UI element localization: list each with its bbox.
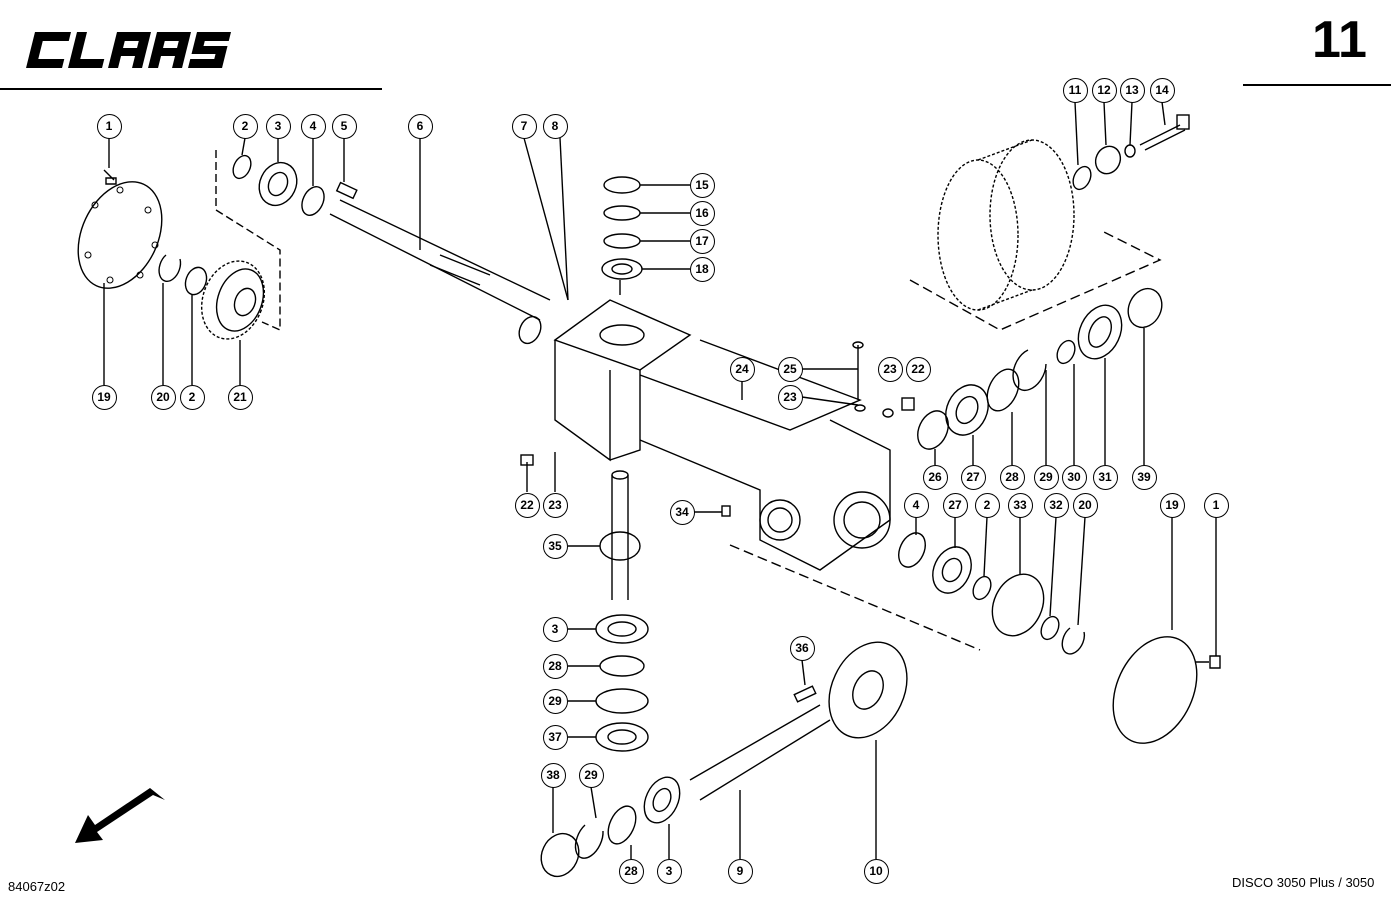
- part-callout-2: 2: [974, 492, 1000, 518]
- part-callout-36: 36: [789, 635, 815, 661]
- part-callout-5: 5: [331, 113, 357, 139]
- part-callout-19: 19: [1159, 492, 1185, 518]
- roller-fasteners: [1072, 101, 1190, 191]
- cover-plate-right: [1112, 517, 1221, 744]
- part-callout-15: 15: [689, 172, 715, 198]
- part-callout-6: 6: [407, 113, 433, 139]
- part-callout-11: 11: [1062, 77, 1088, 103]
- part-callout-13: 13: [1119, 77, 1145, 103]
- part-callout-23: 23: [777, 384, 803, 410]
- part-callout-18: 18: [689, 256, 715, 282]
- part-callout-23: 23: [542, 492, 568, 518]
- leader-dashed-roller: [909, 229, 1162, 331]
- part-callout-23: 23: [877, 356, 903, 382]
- drive-shaft-9: [540, 641, 908, 878]
- part-callout-27: 27: [960, 464, 986, 490]
- part-callout-9: 9: [727, 858, 753, 884]
- part-callout-24: 24: [729, 356, 755, 382]
- lower-right-gear-group: [729, 516, 1086, 655]
- part-callout-3: 3: [542, 616, 568, 642]
- part-callout-14: 14: [1149, 77, 1175, 103]
- part-callout-38: 38: [540, 762, 566, 788]
- part-callout-1: 1: [1203, 492, 1229, 518]
- part-callout-16: 16: [689, 200, 715, 226]
- gearbox-housing: [523, 137, 692, 462]
- part-callout-20: 20: [150, 384, 176, 410]
- part-callout-4: 4: [903, 492, 929, 518]
- part-callout-3: 3: [265, 113, 291, 139]
- part-callout-28: 28: [999, 464, 1025, 490]
- part-callout-29: 29: [1033, 464, 1059, 490]
- part-callout-25: 25: [777, 356, 803, 382]
- header-divider-right: [1243, 84, 1391, 86]
- part-callout-37: 37: [542, 724, 568, 750]
- part-callout-26: 26: [922, 464, 948, 490]
- part-callout-20: 20: [1072, 492, 1098, 518]
- part-callout-1: 1: [96, 113, 122, 139]
- part-callout-31: 31: [1092, 464, 1118, 490]
- drawing-code: 84067z02: [8, 879, 66, 894]
- part-callout-7: 7: [511, 113, 537, 139]
- part-callout-39: 39: [1131, 464, 1157, 490]
- page-number: 11: [1312, 11, 1367, 69]
- part-callout-10: 10: [863, 858, 889, 884]
- shaft-assembly-6: [232, 137, 551, 345]
- part-callout-33: 33: [1007, 492, 1033, 518]
- part-callout-2: 2: [232, 113, 258, 139]
- roller-drum: [937, 139, 1075, 311]
- part-callout-4: 4: [300, 113, 326, 139]
- part-callout-28: 28: [618, 858, 644, 884]
- part-callout-2: 2: [179, 384, 205, 410]
- part-callout-34: 34: [669, 499, 695, 525]
- model-name: DISCO 3050 Plus / 3050: [1232, 875, 1375, 890]
- tube-and-right-housing: [639, 339, 891, 571]
- part-callout-17: 17: [689, 228, 715, 254]
- part-callout-30: 30: [1061, 464, 1087, 490]
- part-callout-22: 22: [905, 356, 931, 382]
- pinion-shaft-35: [520, 452, 731, 752]
- part-callout-19: 19: [91, 384, 117, 410]
- cover-plate-left: [77, 138, 163, 385]
- claas-logo: [26, 32, 232, 68]
- part-callout-27: 27: [942, 492, 968, 518]
- right-bearing-stack: [917, 287, 1163, 465]
- part-callout-29: 29: [542, 688, 568, 714]
- part-callout-32: 32: [1043, 492, 1069, 518]
- part-callout-22: 22: [514, 492, 540, 518]
- header-divider-left: [0, 88, 382, 90]
- part-callout-29: 29: [578, 762, 604, 788]
- part-callout-8: 8: [542, 113, 568, 139]
- part-callout-35: 35: [542, 533, 568, 559]
- bolt-25: [801, 341, 915, 418]
- gear-assembly-left: [158, 150, 281, 385]
- part-callout-3: 3: [656, 858, 682, 884]
- part-callout-28: 28: [542, 653, 568, 679]
- part-callout-12: 12: [1091, 77, 1117, 103]
- top-bearing-stack: [601, 176, 690, 280]
- direction-arrow: [75, 788, 165, 843]
- part-callout-21: 21: [227, 384, 253, 410]
